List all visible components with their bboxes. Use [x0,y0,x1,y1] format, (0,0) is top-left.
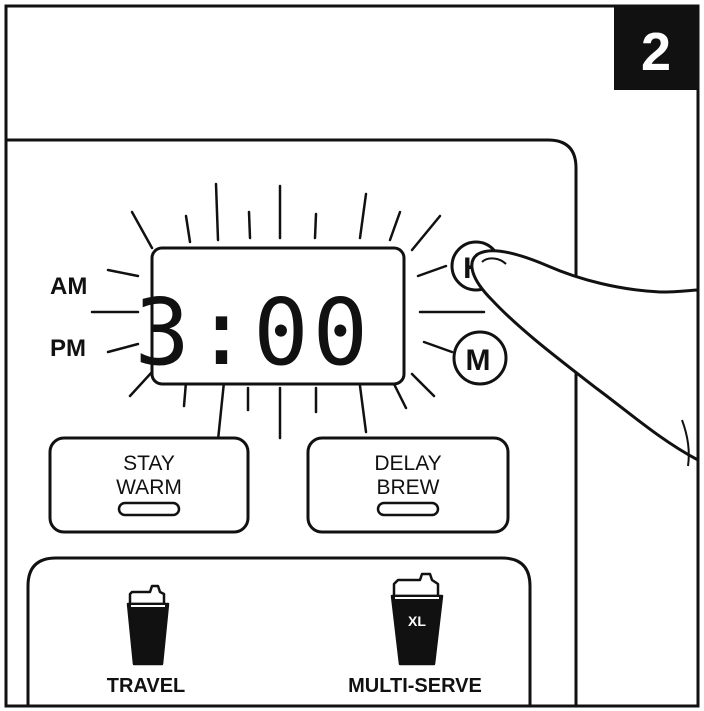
delay-brew-button[interactable]: DELAY BREW [306,436,510,534]
delay-brew-button-frame[interactable] [306,436,510,534]
stay-warm-indicator-light [117,501,181,517]
clock-time: 3:00 [134,279,372,386]
step-number: 2 [641,22,671,82]
step-badge: 2 [614,6,698,90]
stay-warm-line2: WARM [116,476,182,499]
minute-button[interactable]: M [452,330,508,386]
cup-options-panel [26,556,532,706]
multi-serve-label: MULTI-SERVE [348,675,482,697]
knuckle-line [681,419,690,467]
am-label: AM [50,273,87,300]
control-panel-outline [6,138,578,706]
lcd-display: 3:00 [134,246,406,386]
stay-warm-button[interactable]: STAY WARM [48,436,250,534]
delay-brew-indicator-light [376,501,440,517]
multi-serve-cup-option[interactable]: XL MULTI-SERVE [348,572,482,697]
travel-label: TRAVEL [107,675,186,697]
pm-label: PM [50,335,86,362]
xl-badge: XL [408,613,426,629]
display-blink-rays [90,182,486,442]
stay-warm-button-frame[interactable] [48,436,250,534]
stay-warm-line1: STAY [123,452,175,475]
travel-mug-icon [126,584,170,666]
minute-button-ring[interactable] [452,330,508,386]
step-badge-box [614,6,698,90]
minute-button-label: M [466,344,491,377]
lcd-screen [150,246,406,386]
travel-cup-option[interactable]: TRAVEL [107,584,186,697]
xl-mug-icon [390,572,444,666]
fingernail-line [481,257,507,265]
pressing-finger [470,249,700,467]
delay-brew-line2: BREW [377,476,440,499]
finger-outline [470,249,700,462]
delay-brew-line1: DELAY [374,452,441,475]
